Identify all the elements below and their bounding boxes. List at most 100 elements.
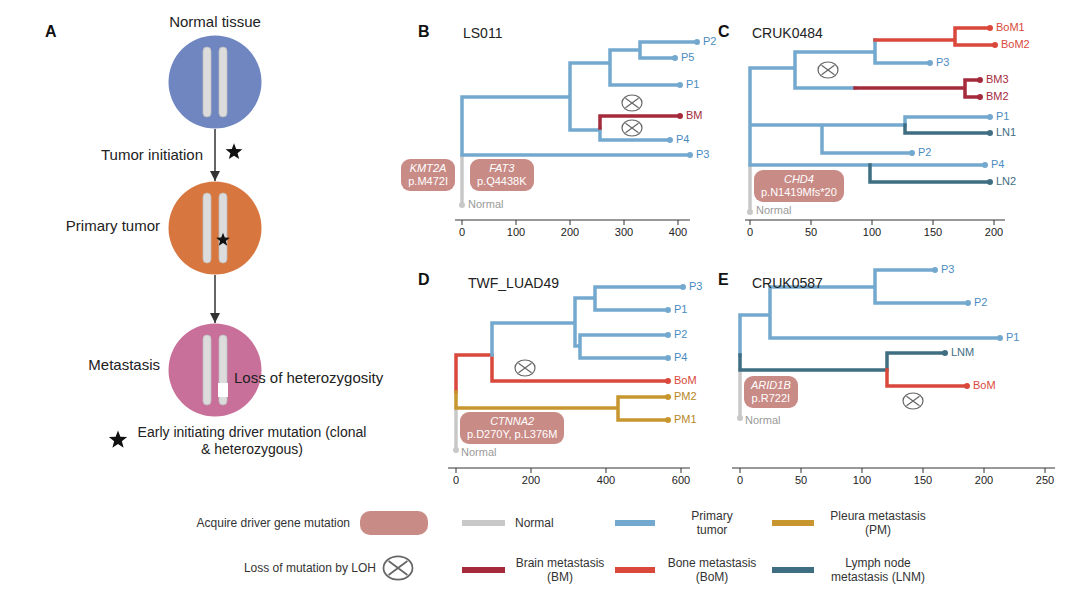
axis-tick-label: 200 — [985, 226, 1003, 239]
axis-tick-label: 50 — [795, 474, 807, 487]
bone-branch — [875, 28, 995, 45]
leaf-dot — [665, 25, 998, 389]
panel-letter: C — [718, 22, 730, 41]
leaf-label: P3 — [696, 148, 709, 161]
leaf-label: LN1 — [996, 126, 1016, 139]
panel-letter: A — [45, 22, 57, 41]
axis-tick-label: 200 — [522, 474, 540, 487]
axis-tick-label: 400 — [669, 226, 687, 239]
normal-label: Normal — [468, 198, 503, 211]
gene-name: FAT3 — [477, 162, 527, 175]
panel-letter: B — [418, 22, 430, 41]
mutation-box: CTNNA2 p.D270Y, p.L376M — [460, 412, 564, 444]
axis — [455, 220, 690, 225]
normal-branch — [748, 165, 752, 212]
leaf-label: P3 — [689, 280, 702, 293]
axes — [448, 220, 1055, 473]
brain-branch — [855, 80, 980, 97]
axis — [448, 468, 690, 473]
axis-tick-label: 200 — [561, 226, 579, 239]
phylo-tree — [462, 42, 697, 205]
chromosome-bar — [203, 335, 211, 405]
phylo-tree — [456, 287, 683, 450]
axis-tick-label: 0 — [747, 226, 753, 239]
leaf-label: P1 — [1006, 331, 1019, 344]
sample-title: TWF_LUAD49 — [468, 275, 559, 292]
leaf-label: P4 — [991, 158, 1004, 171]
leaf-label: P1 — [674, 303, 687, 316]
axis-tick-label: 100 — [507, 226, 525, 239]
leaf-label: PM1 — [674, 413, 697, 426]
panel-letter: D — [418, 270, 430, 289]
loh-mark — [515, 360, 535, 376]
leaf-label: BoM — [973, 379, 996, 392]
node-heading: Primary tumor — [66, 217, 160, 235]
sample-title: CRUK0587 — [752, 275, 823, 292]
axis-tick-label: 200 — [975, 474, 993, 487]
legend-swatch — [360, 511, 428, 535]
axis-tick-label: 400 — [597, 474, 615, 487]
chromosome-bar — [203, 193, 211, 263]
circle-shape — [168, 181, 262, 275]
phylo-tree — [750, 28, 995, 212]
normal-branch — [738, 370, 742, 418]
tissue-circle: Normal tissue — [168, 35, 262, 129]
legend-text: Lymph node metastasis (LNM) — [819, 556, 937, 585]
legend-swatch — [615, 520, 655, 526]
gene-name: CTNNA2 — [467, 415, 557, 428]
mutation-box: ARID1B p.R722I — [744, 376, 798, 408]
axis-tick-label: 0 — [459, 226, 465, 239]
circle-shape — [168, 35, 262, 129]
legend-text: Bone metastasis (BoM) — [662, 556, 762, 585]
axis-tick-label: 150 — [914, 474, 932, 487]
mutation-text: ARID1B p.R722I — [751, 379, 791, 405]
legend-text: Normal — [515, 516, 554, 530]
mutation-name: p.N1419Mfs*20 — [761, 186, 837, 198]
mutation-text: FAT3 p.Q4438K — [477, 162, 527, 188]
mutation-name: p.Q4438K — [477, 175, 527, 187]
leaf-dot — [665, 39, 1003, 361]
leaf-label: P2 — [703, 35, 716, 48]
loh-mark — [384, 556, 413, 579]
normal-branch — [454, 408, 458, 450]
edge-label: Tumor initiation — [101, 146, 203, 164]
axis-tick-label: 0 — [737, 474, 743, 487]
sample-title: LS011 — [463, 25, 502, 42]
legend-text: Pleura metastasis (PM) — [819, 509, 937, 538]
mutation-name: p.M472I — [408, 175, 448, 187]
leaf-label: BoM — [674, 374, 697, 387]
primary-branch — [740, 270, 1000, 355]
node-heading: Normal tissue — [169, 13, 261, 31]
leaf-label: P2 — [974, 296, 987, 309]
leaf-label: BM2 — [986, 90, 1009, 103]
chromosome-bar — [219, 47, 227, 117]
leaf-dot — [942, 130, 993, 356]
tissue-circle: Primary tumor — [168, 181, 262, 275]
driver-star — [226, 143, 243, 159]
legend-text: Loss of mutation by LOH — [244, 561, 376, 575]
bone-branch — [456, 355, 668, 392]
leaf-label: P1 — [996, 110, 1009, 123]
legend-swatch — [462, 567, 505, 573]
legend-swatch — [772, 520, 814, 526]
leaf-label: P5 — [681, 51, 694, 64]
axis-tick-label: 0 — [453, 474, 459, 487]
leaf-label: PM2 — [674, 390, 697, 403]
arrow-connector — [214, 129, 216, 181]
leaf-label: LN2 — [996, 175, 1016, 188]
leaf-label: P1 — [686, 78, 699, 91]
chromosome-bar — [203, 47, 211, 117]
loh-mark — [818, 62, 838, 78]
loh-mark — [903, 393, 923, 409]
normal-label: Normal — [461, 446, 496, 459]
legend-text: Brain metastasis (BM) — [511, 556, 609, 585]
axis-tick-label: 250 — [1036, 474, 1054, 487]
cell-circle — [169, 182, 262, 275]
sample-title: CRUK0484 — [752, 25, 823, 42]
mutation-text: CHD4 p.N1419Mfs*20 — [761, 173, 837, 199]
axis-tick-label: 100 — [853, 474, 871, 487]
bone-branch — [887, 370, 967, 386]
mutation-text: CTNNA2 p.D270Y, p.L376M — [467, 415, 557, 441]
leaf-label: BoM1 — [996, 21, 1025, 34]
mutation-box: FAT3 p.Q4438K — [470, 159, 534, 191]
